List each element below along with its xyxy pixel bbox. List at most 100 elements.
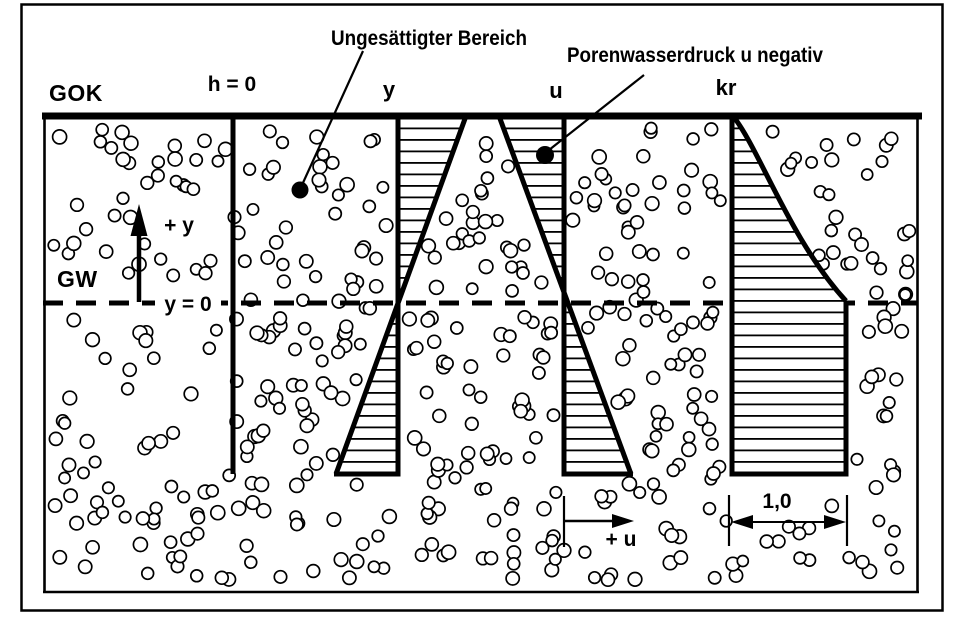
soil-particle: [649, 429, 663, 443]
soil-particle: [362, 199, 377, 214]
soil-particle: [686, 401, 700, 415]
soil-particle: [506, 556, 521, 571]
soil-particle: [122, 362, 138, 378]
soil-particle: [689, 364, 704, 379]
diagram-lines: [42, 112, 922, 477]
soil-particle: [864, 369, 880, 385]
soil-particle: [371, 529, 385, 543]
soil-particle: [98, 244, 114, 259]
soil-particle: [474, 183, 488, 198]
soil-particle: [586, 192, 603, 209]
soil-particle: [651, 489, 667, 505]
soil-particle: [825, 245, 841, 261]
soil-particle: [499, 452, 513, 465]
unsaturated-zone-dot: [291, 181, 309, 199]
soil-particle: [455, 193, 470, 208]
soil-particle: [164, 479, 179, 494]
soil-particle: [707, 570, 722, 585]
soil-particle: [114, 124, 130, 141]
soil-particle: [166, 425, 181, 440]
soil-particle: [246, 202, 260, 216]
soil-particle: [522, 451, 536, 465]
soil-particle: [465, 204, 481, 220]
soil-particle: [339, 319, 354, 334]
soil-particle: [702, 276, 716, 289]
soil-particle: [260, 250, 276, 265]
soil-particle: [594, 167, 609, 182]
soil-particle: [854, 237, 869, 252]
soil-particle: [426, 334, 442, 349]
soil-particle: [464, 416, 479, 431]
soil-particle: [203, 253, 218, 268]
soil-particle: [636, 273, 650, 287]
soil-particle: [666, 463, 681, 478]
soil-particle: [339, 176, 355, 193]
soil-particle: [503, 501, 519, 516]
soil-particle: [58, 471, 72, 485]
soil-particle: [843, 255, 859, 271]
soil-particle: [865, 251, 880, 265]
soil-particle: [93, 135, 108, 149]
soil-particle: [401, 311, 418, 327]
soil-particle: [167, 138, 183, 154]
soil-particle: [529, 430, 543, 445]
soil-particle: [860, 168, 874, 181]
soil-particle: [406, 430, 423, 446]
soil-particle: [536, 350, 551, 365]
soil-particle: [449, 321, 464, 335]
unsaturated-zone-leader-line: [300, 50, 365, 186]
soil-particle: [111, 494, 125, 508]
soil-particle: [288, 342, 302, 357]
soil-particle: [631, 244, 647, 259]
soil-particle: [308, 269, 323, 284]
soil-particle: [341, 570, 357, 586]
soil-particle: [146, 351, 161, 366]
soil-box-border: [43, 118, 919, 594]
soil-particle: [885, 467, 902, 483]
soil-particle: [587, 570, 602, 585]
kr-scale-backer: [756, 487, 802, 514]
y-profile-diagonal: [333, 115, 469, 475]
soil-particle: [650, 301, 665, 316]
soil-particle: [644, 121, 658, 135]
soil-particle: [652, 175, 667, 190]
soil-particle: [759, 534, 774, 549]
soil-particle: [115, 151, 131, 168]
soil-particle: [169, 174, 183, 188]
soil-particle: [629, 215, 645, 230]
dimension-arrow-right: [824, 515, 846, 529]
soil-particle: [209, 323, 223, 337]
soil-particle: [376, 180, 390, 194]
soil-particle: [505, 570, 521, 586]
soil-particle: [490, 213, 504, 228]
soil-particle: [438, 211, 454, 226]
soil-particle: [239, 439, 255, 455]
soil-particle: [316, 147, 330, 162]
soil-particle: [792, 526, 807, 541]
soil-particle: [531, 365, 546, 380]
soil-particle: [701, 421, 717, 437]
soil-particle: [513, 403, 529, 419]
soil-particle: [517, 238, 531, 252]
soil-particle: [445, 235, 461, 251]
soil-particle: [273, 569, 288, 584]
soil-particle: [855, 554, 870, 570]
plus-y-backer: [154, 206, 204, 238]
pore-pressure-dot: [536, 146, 554, 164]
soil-particle: [873, 262, 888, 276]
soil-particle: [644, 195, 660, 212]
soil-particle: [885, 301, 901, 317]
soil-particle: [578, 545, 592, 559]
soil-particle: [664, 527, 680, 543]
soil-particle: [622, 338, 637, 353]
soil-particle: [868, 479, 884, 496]
soil-particle: [477, 213, 494, 230]
soil-particle: [822, 188, 836, 202]
soil-particle: [262, 124, 277, 139]
soil-particle: [691, 347, 707, 362]
soil-particle: [118, 510, 132, 524]
soil-particle: [132, 536, 149, 553]
soil-particle: [440, 544, 457, 561]
soil-particle: [594, 489, 609, 504]
soil-particle: [502, 242, 519, 259]
